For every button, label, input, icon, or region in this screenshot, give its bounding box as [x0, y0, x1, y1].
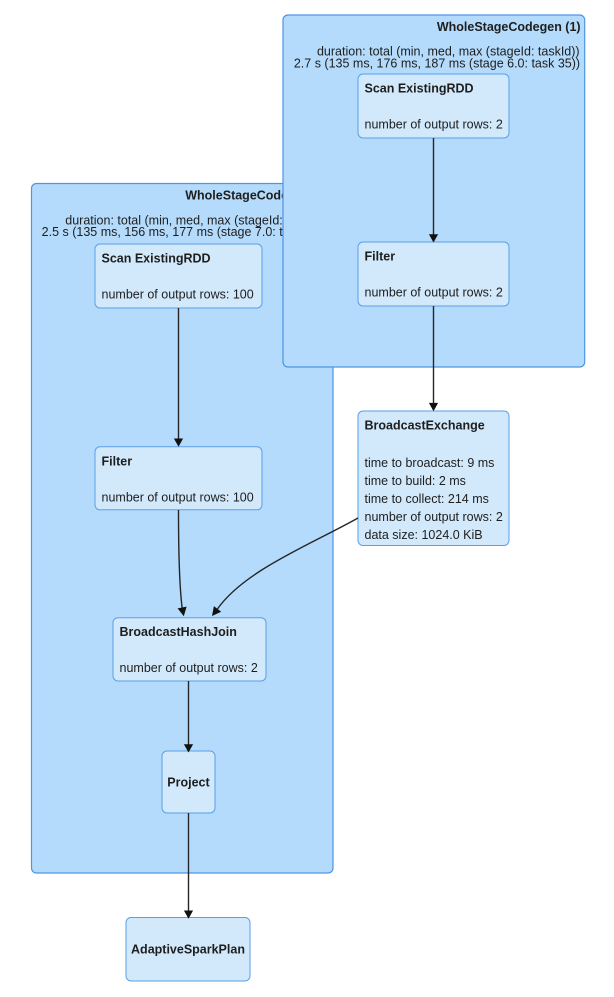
svg-text:WholeStageCodegen (1): WholeStageCodegen (1) [437, 20, 581, 34]
svg-text:time to build: 2 ms: time to build: 2 ms [365, 474, 466, 488]
svg-text:number of output rows: 2: number of output rows: 2 [120, 661, 258, 675]
svg-text:duration: total (min, med, max: duration: total (min, med, max (stageId:… [317, 45, 580, 59]
svg-text:Filter: Filter [102, 454, 133, 468]
svg-text:number of output rows: 100: number of output rows: 100 [102, 288, 254, 302]
svg-text:Project: Project [167, 775, 210, 789]
svg-text:Filter: Filter [365, 250, 396, 264]
svg-text:number of output rows: 100: number of output rows: 100 [102, 490, 254, 504]
svg-text:AdaptiveSparkPlan: AdaptiveSparkPlan [131, 943, 245, 957]
svg-text:time to broadcast: 9 ms: time to broadcast: 9 ms [365, 456, 495, 470]
svg-text:data size: 1024.0 KiB: data size: 1024.0 KiB [365, 528, 483, 542]
svg-text:Scan ExistingRDD: Scan ExistingRDD [102, 252, 211, 266]
svg-text:duration: total (min, med, max: duration: total (min, med, max (stageId:… [65, 213, 328, 227]
svg-text:2.7 s (135 ms, 176 ms, 187 ms: 2.7 s (135 ms, 176 ms, 187 ms (stage 6.0… [294, 57, 580, 71]
svg-text:number of output rows: 2: number of output rows: 2 [365, 286, 503, 300]
svg-text:BroadcastHashJoin: BroadcastHashJoin [120, 625, 237, 639]
svg-text:Scan ExistingRDD: Scan ExistingRDD [365, 82, 474, 96]
svg-text:time to collect: 214 ms: time to collect: 214 ms [365, 492, 489, 506]
svg-text:number of output rows: 2: number of output rows: 2 [365, 510, 503, 524]
svg-text:BroadcastExchange: BroadcastExchange [365, 419, 485, 433]
svg-text:number of output rows: 2: number of output rows: 2 [365, 118, 503, 132]
svg-text:2.5 s (135 ms, 156 ms, 177 ms: 2.5 s (135 ms, 156 ms, 177 ms (stage 7.0… [42, 225, 328, 239]
